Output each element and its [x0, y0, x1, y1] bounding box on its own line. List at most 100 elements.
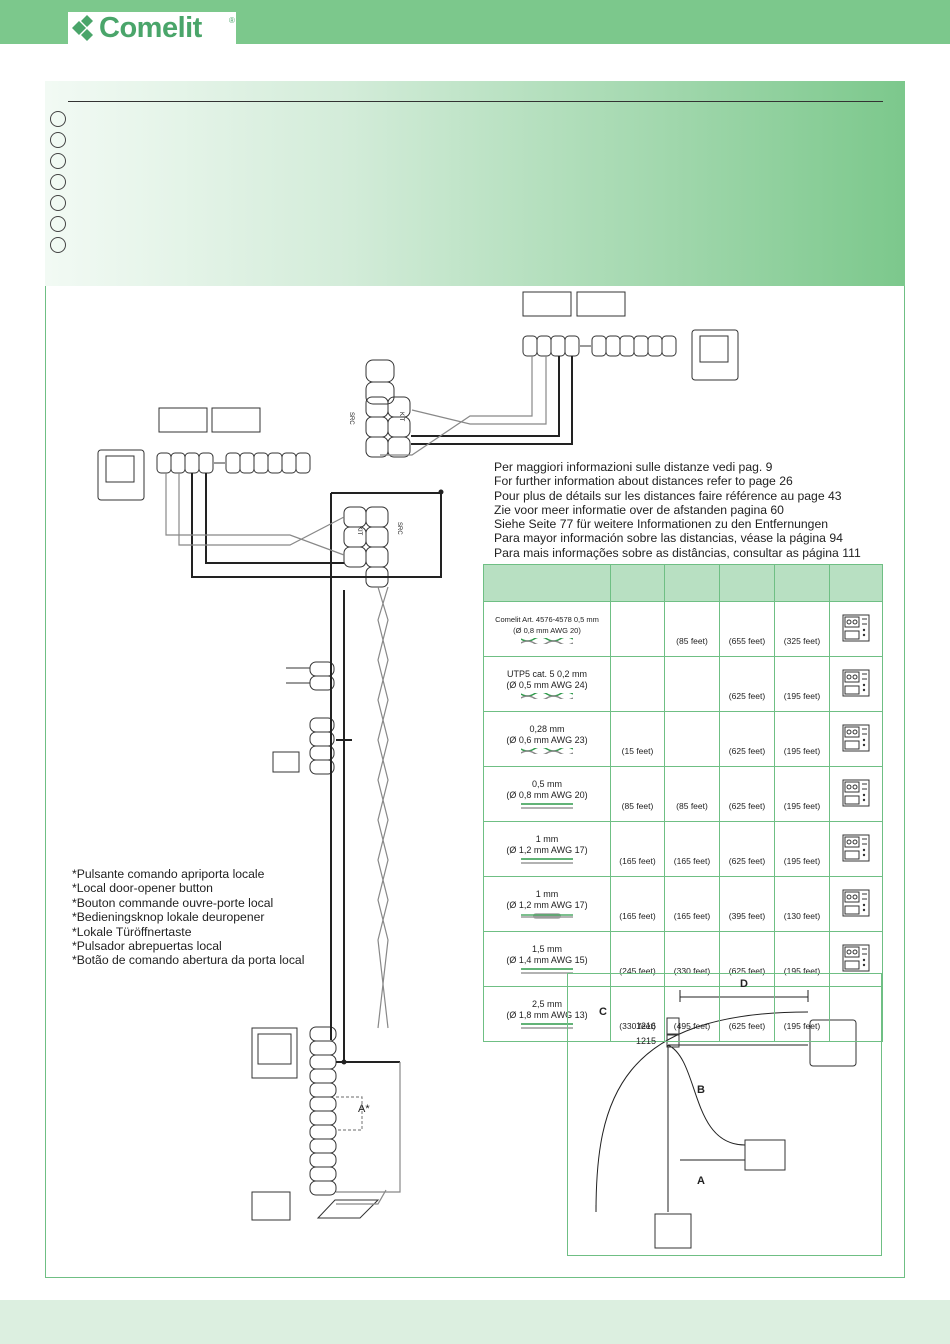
- power-supply-icon: [744, 1139, 786, 1171]
- terminal-strip: [156, 452, 311, 474]
- distance-note: Para mais informações sobre as distância…: [494, 545, 861, 560]
- distance-cell: (195 feet): [774, 711, 830, 767]
- cable-wire-icon: [521, 693, 573, 699]
- lang-marker: [50, 195, 66, 211]
- table-header-cell: [610, 564, 665, 602]
- door-strike-icon: [316, 1199, 380, 1219]
- cable-type-line: Comelit Art. 4576-4578 0,5 mm: [495, 615, 599, 624]
- cable-type-cell: 2,5 mm(Ø 1,8 mm AWG 13): [483, 986, 611, 1042]
- distance-note: For further information about distances …: [494, 474, 793, 489]
- table-row: UTP5 cat. 5 0,2 mm(Ø 0,5 mm AWG 24)(625 …: [483, 656, 883, 712]
- junction-top-label-kit: KIT: [398, 412, 404, 422]
- module-code-1216: 1216: [636, 1021, 657, 1031]
- distance-cell: (625 feet): [719, 711, 775, 767]
- cable-type-line: (Ø 0,5 mm AWG 24): [506, 680, 588, 690]
- table-icon-cell: [829, 601, 883, 657]
- lang-marker: [50, 237, 66, 253]
- distance-cell: (330 feet): [664, 931, 720, 987]
- cable-type-line: (Ø 1,2 mm AWG 17): [506, 900, 588, 910]
- connection-diagram-icon: [842, 889, 870, 917]
- junction-box-top: [365, 359, 411, 458]
- cable-wire-icon: [521, 748, 573, 754]
- cable-type-line: (Ø 1,8 mm AWG 13): [506, 1010, 588, 1020]
- table-row: Comelit Art. 4576-4578 0,5 mm(Ø 0,8 mm A…: [483, 601, 883, 657]
- table-icon-cell: [829, 876, 883, 932]
- cable-type-cell: 1,5 mm(Ø 1,4 mm AWG 15): [483, 931, 611, 987]
- cable-type-line: 1 mm: [535, 889, 559, 899]
- connection-diagram-icon: [842, 779, 870, 807]
- distance-cell: (625 feet): [719, 766, 775, 822]
- table-row: 2,5 mm(Ø 1,8 mm AWG 13)(330 feet)(495 fe…: [483, 986, 883, 1042]
- cable-type-cell: UTP5 cat. 5 0,2 mm(Ø 0,5 mm AWG 24): [483, 656, 611, 712]
- distance-letter-c: C: [599, 1006, 607, 1018]
- lock-icon: [251, 1191, 291, 1221]
- distance-cell: (395 feet): [719, 876, 775, 932]
- brand-trademark: ®: [229, 16, 235, 25]
- lang-marker: [50, 216, 66, 232]
- distance-cell: (165 feet): [664, 821, 720, 877]
- cable-type-line: 1 mm: [535, 834, 559, 844]
- monitor-icon: [691, 329, 739, 381]
- title-rule: [68, 101, 883, 102]
- cable-wire-icon: [521, 803, 573, 809]
- brand-logo: Comelit: [68, 12, 236, 44]
- distance-cell: [664, 711, 720, 767]
- local-button-footnote: *Pulsante comando apriporta locale *Loca…: [72, 867, 304, 968]
- distance-cell: (330 feet): [610, 986, 665, 1042]
- table-row: 1 mm(Ø 1,2 mm AWG 17)(165 feet)(165 feet…: [483, 821, 883, 877]
- table-row: 1 mm(Ø 1,2 mm AWG 17)(165 feet)(165 feet…: [483, 876, 883, 932]
- distance-note: Per maggiori informazioni sulle distanze…: [494, 460, 773, 474]
- table-row: 0,28 mm(Ø 0,6 mm AWG 23)(15 feet)(625 fe…: [483, 711, 883, 767]
- cable-type-line: (Ø 0,8 mm AWG 20): [506, 790, 588, 800]
- cable-type-line: 0,5 mm: [531, 779, 562, 789]
- entrance-panel-icon: [251, 1027, 298, 1079]
- distance-cell: (195 feet): [774, 766, 830, 822]
- brand-name: Comelit: [99, 12, 202, 44]
- junction-bottom-label-kit: KIT: [356, 526, 362, 536]
- cable-type-line: (Ø 0,6 mm AWG 23): [506, 735, 588, 745]
- cable-wire-icon: [521, 968, 573, 974]
- table-icon-cell: [829, 766, 883, 822]
- table-icon-cell: [829, 821, 883, 877]
- table-icon-cell: [829, 986, 883, 1042]
- distance-cell: (165 feet): [610, 821, 665, 877]
- brand-logo-icon: [72, 15, 93, 41]
- cable-type-cell: 0,5 mm(Ø 0,8 mm AWG 20): [483, 766, 611, 822]
- footnote-line: *Botão de comando abertura da porta loca…: [72, 953, 305, 968]
- distance-note: Pour plus de détails sur les distances f…: [494, 488, 842, 503]
- table-header-cell: [483, 564, 611, 602]
- junction-top-label-src: SRC: [348, 412, 354, 425]
- cable-wire-icon: [521, 858, 573, 864]
- module-code-1215: 1215: [636, 1036, 657, 1046]
- connection-diagram-icon: [842, 834, 870, 862]
- footnote-line: *Pulsante comando apriporta locale: [72, 867, 265, 881]
- table-header-cell: [719, 564, 775, 602]
- table-row: 1,5 mm(Ø 1,4 mm AWG 15)(245 feet)(330 fe…: [483, 931, 883, 987]
- table-icon-cell: [829, 931, 883, 987]
- distance-note: Para mayor información sobre las distanc…: [494, 531, 843, 546]
- junction-bottom-label-src: SRC: [396, 522, 402, 535]
- distance-cell: (165 feet): [664, 876, 720, 932]
- cable-type-line: 2,5 mm: [531, 999, 562, 1009]
- cable-type-cell: 1 mm(Ø 1,2 mm AWG 17): [483, 876, 611, 932]
- footnote-line: *Local door-opener button: [72, 881, 213, 896]
- distance-cell: (655 feet): [719, 601, 775, 657]
- distance-cell: (85 feet): [664, 601, 720, 657]
- lang-marker: [50, 174, 66, 190]
- monitor-icon: [97, 449, 145, 501]
- footnote-line: *Bedieningsknop lokale deuropener: [72, 910, 265, 925]
- cable-type-line: (Ø 1,4 mm AWG 15): [506, 955, 588, 965]
- dip-switch: [576, 291, 626, 317]
- table-icon-cell: [829, 711, 883, 767]
- cable-type-line: (Ø 1,2 mm AWG 17): [506, 845, 588, 855]
- table-icon-cell: [829, 656, 883, 712]
- bottom-bar: [0, 1300, 950, 1344]
- cable-type-cell: 0,28 mm(Ø 0,6 mm AWG 23): [483, 711, 611, 767]
- cable-type-cell: 1 mm(Ø 1,2 mm AWG 17): [483, 821, 611, 877]
- connection-diagram-icon: [842, 724, 870, 752]
- distance-cell: (165 feet): [610, 876, 665, 932]
- table-header-cell: [829, 564, 883, 602]
- table-header-cell: [664, 564, 720, 602]
- dip-switch: [522, 291, 572, 317]
- terminal-strip: [522, 335, 677, 357]
